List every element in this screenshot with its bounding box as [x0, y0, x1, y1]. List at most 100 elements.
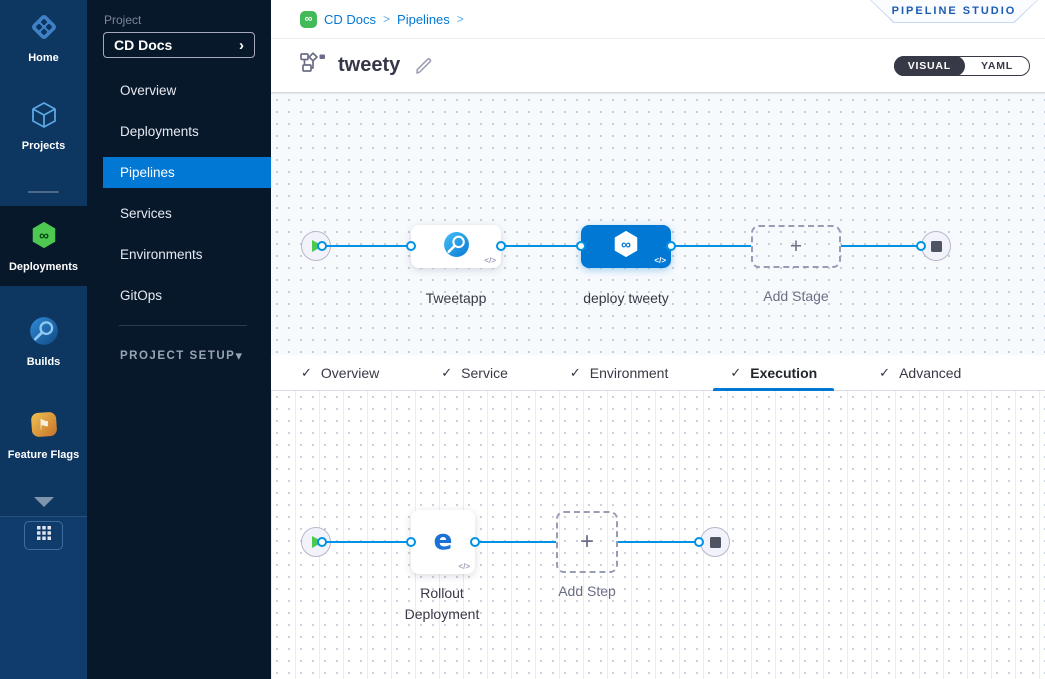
pipeline-end-node — [921, 231, 951, 261]
link-connector[interactable] — [666, 241, 676, 251]
check-icon: ✓ — [879, 364, 891, 380]
chevron-right-icon: › — [239, 36, 244, 54]
sidebar-item-gitops[interactable]: GitOps — [103, 280, 271, 311]
link-connector[interactable] — [470, 537, 480, 547]
link-connector[interactable] — [317, 241, 327, 251]
add-stage-label: Add Stage — [763, 288, 829, 304]
tab-overview[interactable]: ✓ Overview — [301, 355, 379, 391]
cd-module-icon: ∞ — [300, 10, 317, 28]
stage-node-deploy-tweety[interactable]: ∞ </> — [581, 225, 671, 268]
tab-label: Advanced — [899, 364, 962, 381]
check-icon: ✓ — [730, 364, 742, 380]
add-stage-button[interactable]: + — [751, 225, 841, 268]
deployments-icon: ∞ — [29, 220, 59, 253]
breadcrumb-separator: > — [383, 12, 391, 26]
yaml-toggle-button[interactable]: YAML — [981, 60, 1013, 72]
module-grid-button[interactable] — [24, 521, 63, 550]
stage-label: Tweetapp — [425, 290, 487, 306]
cd-stage-icon: ∞ — [611, 229, 641, 264]
stage-link — [671, 245, 751, 247]
stage-link — [841, 245, 921, 247]
sidebar-item-overview[interactable]: Overview — [103, 75, 271, 106]
project-label: Project — [104, 13, 142, 27]
pipeline-studio-badge: PIPELINE STUDIO — [870, 0, 1038, 23]
code-icon[interactable]: </> — [458, 562, 470, 571]
sidebar-item-deployments[interactable]: Deployments — [103, 116, 271, 147]
tab-label: Service — [461, 364, 508, 381]
rail-item-home[interactable]: Home — [0, 12, 87, 64]
svg-text:⚑: ⚑ — [37, 417, 50, 433]
step-link — [322, 541, 411, 543]
rail-item-deployments[interactable]: ∞ Deployments — [0, 206, 87, 286]
code-icon[interactable]: </> — [484, 256, 496, 265]
add-step-button[interactable]: + — [556, 511, 618, 573]
tab-service[interactable]: ✓ Service — [441, 355, 508, 391]
sidebar-item-pipelines[interactable]: Pipelines — [103, 157, 271, 188]
step-node-rollout-deployment[interactable]: e </> — [411, 510, 475, 574]
stage-node-tweetapp[interactable]: </> — [411, 225, 501, 268]
svg-text:∞: ∞ — [39, 227, 49, 242]
stop-icon — [930, 240, 942, 252]
project-setup-toggle[interactable]: PROJECT SETUP ▾ — [120, 348, 242, 364]
breadcrumb-project-link[interactable]: CD Docs — [324, 11, 377, 27]
sidebar-item-environments[interactable]: Environments — [103, 239, 271, 270]
svg-text:∞: ∞ — [621, 237, 631, 252]
edit-pipeline-name-button[interactable] — [414, 56, 434, 76]
pipeline-graph-icon — [300, 51, 326, 80]
sidebar-item-label: Environments — [120, 247, 203, 262]
project-menu: Overview Deployments Pipelines Services … — [87, 75, 271, 311]
link-connector[interactable] — [694, 537, 704, 547]
sidebar-item-label: Pipelines — [120, 165, 175, 180]
link-connector[interactable] — [406, 241, 416, 251]
rail-item-label: Feature Flags — [7, 449, 80, 461]
feature-flags-icon: ⚑ — [29, 409, 59, 442]
step-link — [618, 541, 699, 543]
add-step-label: Add Step — [558, 583, 616, 599]
rail-item-label: Projects — [21, 140, 66, 152]
stop-icon — [709, 536, 721, 548]
stage-link — [501, 245, 581, 247]
module-rail: Home Projects ∞ Deployments Builds — [0, 0, 87, 679]
breadcrumb-separator: > — [456, 12, 464, 26]
ci-stage-icon — [443, 231, 470, 263]
page-title: tweety — [338, 54, 401, 76]
rail-divider — [28, 191, 59, 193]
home-icon — [29, 12, 59, 45]
check-icon: ✓ — [569, 364, 581, 380]
rail-item-builds[interactable]: Builds — [0, 316, 87, 368]
execution-canvas: e </> + Rollout Deployment Add Step — [271, 391, 1045, 679]
code-icon[interactable]: </> — [654, 256, 666, 265]
link-connector[interactable] — [496, 241, 506, 251]
tab-environment[interactable]: ✓ Environment — [570, 355, 669, 391]
link-connector[interactable] — [406, 537, 416, 547]
chevron-down-icon[interactable] — [34, 497, 54, 507]
link-connector[interactable] — [317, 537, 327, 547]
tab-label: Overview — [320, 364, 380, 381]
rail-bottom-section — [0, 517, 87, 679]
rail-item-projects[interactable]: Projects — [0, 100, 87, 152]
breadcrumb-pipelines-link[interactable]: Pipelines — [397, 11, 450, 27]
link-connector[interactable] — [576, 241, 586, 251]
stage-config-tabs: ✓ Overview ✓ Service ✓ Environment ✓ Exe… — [271, 355, 1045, 391]
rail-horizontal-divider — [0, 516, 87, 517]
sidebar-item-services[interactable]: Services — [103, 198, 271, 229]
step-link — [475, 541, 556, 543]
tab-advanced[interactable]: ✓ Advanced — [879, 355, 961, 391]
visual-toggle-button[interactable]: VISUAL — [893, 56, 966, 76]
sidebar-item-label: Services — [120, 206, 172, 221]
link-connector[interactable] — [916, 241, 926, 251]
execution-end-node — [700, 527, 730, 557]
stage-label: deploy tweety — [583, 290, 669, 306]
rolling-deployment-icon: e — [426, 523, 460, 562]
stage-canvas: </> ∞ </> + Tweetapp deploy tweety Add S… — [271, 93, 1045, 355]
pipeline-studio-badge-label: PIPELINE STUDIO — [871, 0, 1037, 22]
project-selector-value: CD Docs — [114, 37, 173, 53]
tab-execution[interactable]: ✓ Execution — [713, 355, 834, 391]
rail-item-feature-flags[interactable]: ⚑ Feature Flags — [0, 409, 87, 461]
check-icon: ✓ — [301, 364, 312, 380]
tab-label: Environment — [589, 364, 669, 381]
main-content: ∞ CD Docs > Pipelines > PIPELINE STUDIO … — [271, 0, 1045, 679]
project-selector[interactable]: CD Docs › — [103, 32, 255, 58]
chevron-down-icon: ▾ — [235, 348, 242, 363]
rail-item-label: Builds — [26, 356, 61, 368]
